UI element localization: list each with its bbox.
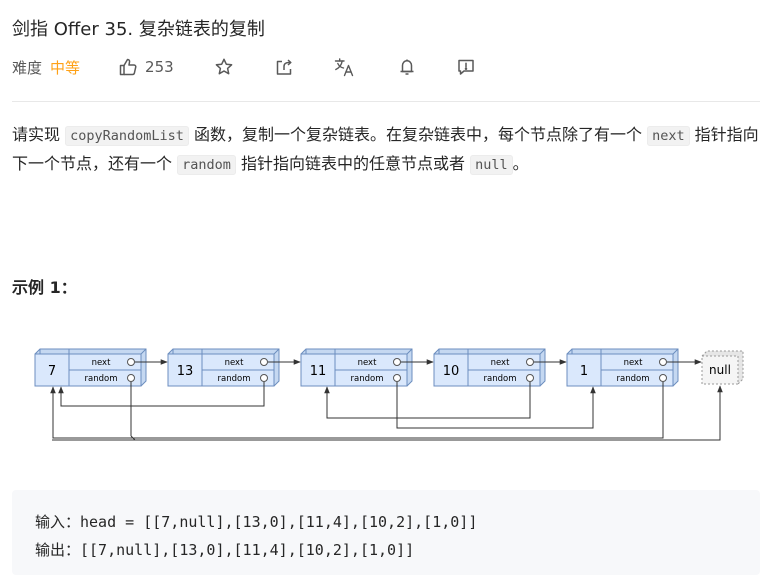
bell-icon [400, 59, 414, 75]
random-arrow-2-to-4 [396, 382, 596, 429]
node-random-label: random [218, 374, 251, 384]
node-next-label: next [92, 358, 111, 368]
inline-code-random: random [177, 155, 236, 175]
node-random-label: random [617, 374, 650, 384]
node-edge [539, 348, 546, 355]
next-pointer-dot [260, 358, 268, 366]
share-icon [276, 59, 292, 75]
node-edge [140, 348, 147, 355]
node-next-label: next [491, 358, 510, 368]
inline-code-null: null [470, 155, 513, 175]
next-pointer-dot [127, 358, 135, 366]
node-value-13: 13 [177, 364, 194, 379]
node-value-1: 1 [580, 364, 588, 379]
random-arrow-null [52, 385, 723, 441]
difficulty-badge: 中等 [50, 58, 81, 77]
random-arrow-3-to-2 [324, 382, 531, 419]
desc-text: 指针指向链表中的任意节点或者 [235, 154, 471, 173]
null-label: null [709, 363, 731, 377]
star-icon [215, 58, 233, 75]
problem-description: 请实现 copyRandomList 函数，复制一个复杂链表。在复杂链表中，每个… [12, 121, 762, 179]
inline-code-copyRandomList: copyRandomList [65, 126, 189, 146]
node-edge [672, 348, 679, 355]
feedback-button[interactable] [456, 57, 476, 77]
node-value-11: 11 [310, 364, 327, 379]
node-edge [273, 348, 280, 355]
random-arrow-4-to-0 [50, 382, 664, 439]
random-pointer-dot [127, 374, 135, 382]
node-edge [406, 348, 413, 355]
share-button[interactable] [274, 57, 294, 77]
header-divider [12, 101, 760, 102]
random-arrow-1-to-0 [58, 382, 265, 407]
next-pointer-dot [526, 358, 534, 366]
translate-button[interactable] [334, 57, 356, 77]
example-input-line: 输入：head = [[7,null],[13,0],[11,4],[10,2]… [35, 513, 478, 531]
node-value-7: 7 [48, 364, 56, 379]
random-pointer-dot [393, 374, 401, 382]
null-box [701, 355, 739, 385]
node-random-label: random [85, 374, 118, 384]
feedback-icon [457, 59, 474, 75]
random-pointer-dot [659, 374, 667, 382]
example-1-title: 示例 1： [12, 278, 77, 297]
problem-meta-bar: 难度 中等 253 [12, 54, 476, 80]
subscribe-button[interactable] [398, 57, 416, 77]
example-code-block: 输入：head = [[7,null],[13,0],[11,4],[10,2]… [12, 490, 760, 575]
like-count: 253 [145, 58, 174, 76]
node-next-label: next [225, 358, 244, 368]
like-button[interactable]: 253 [118, 57, 174, 77]
linked-list-diagram: 7 next random 13 next random 11 next random 10 nex… [34, 348, 744, 441]
node-random-label: random [351, 374, 384, 384]
inline-code-next: next [647, 126, 690, 146]
example-output-line: 输出：[[7,null],[13,0],[11,4],[10,2],[1,0]] [35, 541, 415, 559]
favorite-button[interactable] [214, 57, 234, 77]
thumbs-up-icon [119, 58, 137, 76]
difficulty-label: 难度 [12, 58, 43, 77]
random-arrow-segment [52, 435, 137, 441]
node-next-label: next [358, 358, 377, 368]
node-random-label: random [484, 374, 517, 384]
problem-title: 剑指 Offer 35. 复杂链表的复制 [12, 19, 265, 40]
desc-text: 请实现 [12, 125, 66, 144]
node-next-label: next [624, 358, 643, 368]
next-pointer-dot [393, 358, 401, 366]
next-pointer-dot [659, 358, 667, 366]
random-pointer-dot [526, 374, 534, 382]
desc-text: 函数，复制一个复杂链表。在复杂链表中，每个节点除了有一个 [188, 125, 648, 144]
desc-text: 。 [512, 154, 529, 173]
node-value-10: 10 [443, 364, 460, 379]
translate-icon [334, 58, 353, 77]
random-pointer-dot [260, 374, 268, 382]
desc-text: 指针指向下一个节点，还有一个 [12, 125, 759, 173]
